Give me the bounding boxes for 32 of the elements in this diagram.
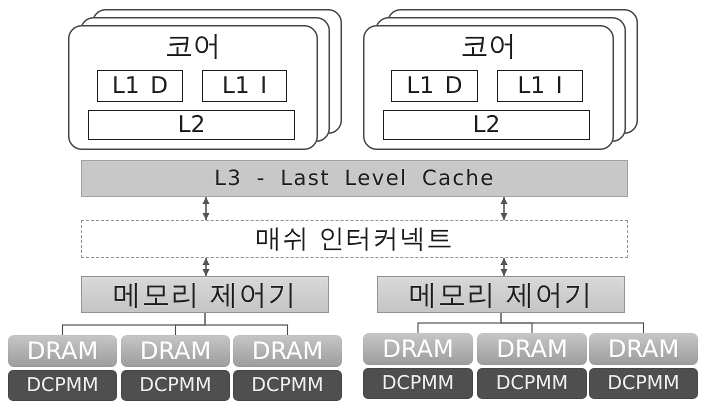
l1-cache-block: L1 I [497, 70, 583, 102]
l2-cache-block: L2 [88, 110, 295, 140]
dcpmm-module: DCPMM [477, 368, 587, 399]
core-label: 코어 [460, 31, 516, 62]
dram-module: DRAM [8, 335, 117, 367]
core-card-stack [68, 9, 342, 150]
dram-module: DRAM [477, 333, 587, 365]
dram-module: DRAM [363, 333, 473, 365]
dcpmm-module: DCPMM [233, 370, 342, 401]
memory-controller-box: 메모리 제어기 [81, 276, 329, 313]
l3-cache-bar: L3 - Last Level Cache [81, 160, 628, 197]
dram-module: DRAM [121, 335, 230, 367]
dram-module: DRAM [233, 335, 342, 367]
connector-line [500, 313, 644, 333]
connector-line [204, 313, 288, 335]
l1-cache-block: L1 D [391, 70, 478, 102]
l1-cache-block: L1 I [202, 70, 287, 102]
double-arrow [500, 197, 508, 220]
dcpmm-module: DCPMM [363, 368, 473, 399]
dcpmm-module: DCPMM [8, 370, 117, 401]
dcpmm-module: DCPMM [589, 368, 698, 399]
double-arrow [500, 258, 508, 276]
double-arrow [202, 258, 210, 276]
mesh-interconnect-box: 매쉬 인터커넥트 [81, 220, 628, 258]
l2-cache-block: L2 [383, 110, 590, 140]
memory-controller-box: 메모리 제어기 [377, 276, 625, 313]
core-card-stack [363, 9, 638, 150]
core-label: 코어 [165, 31, 221, 62]
dcpmm-module: DCPMM [121, 370, 230, 401]
l1-cache-block: L1 D [97, 70, 183, 102]
double-arrow [202, 197, 210, 220]
dram-module: DRAM [589, 333, 698, 365]
